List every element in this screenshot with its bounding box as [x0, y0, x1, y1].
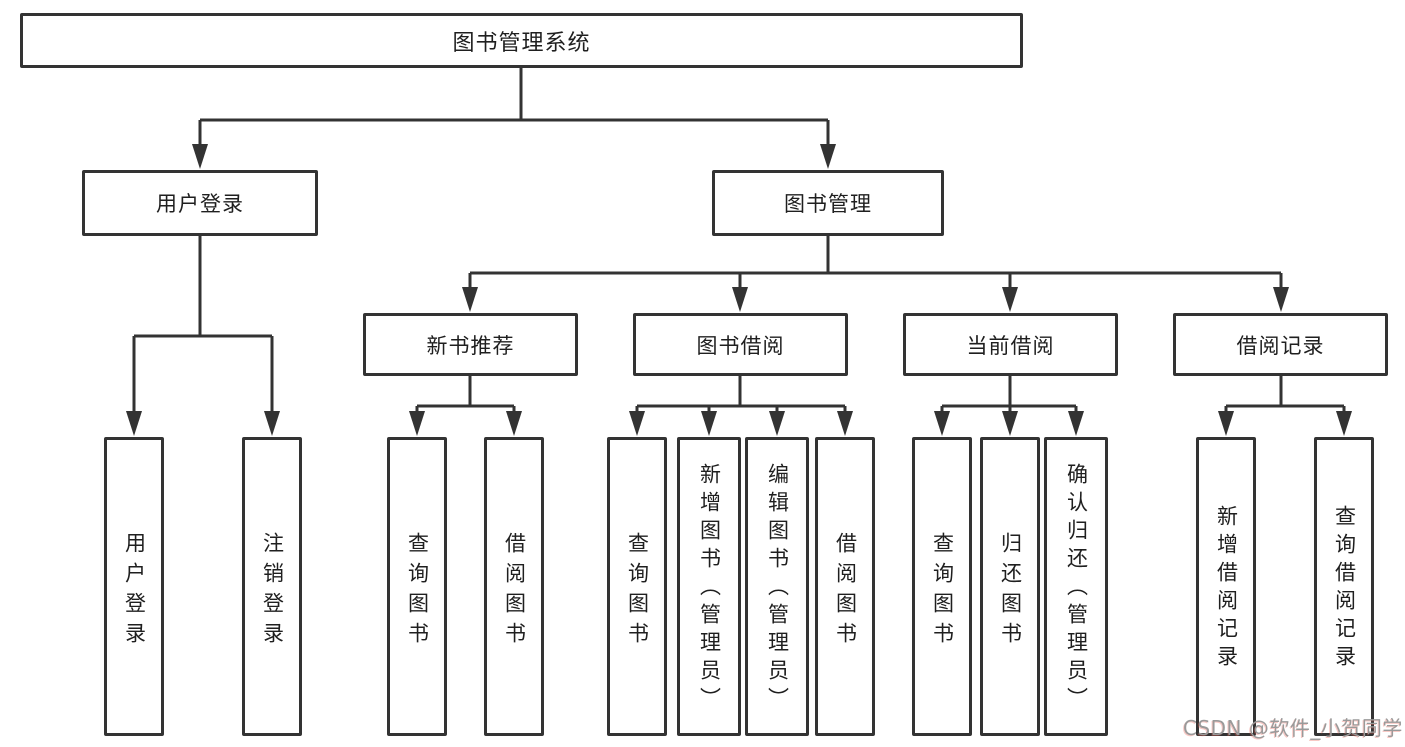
leaf-borrow-books-recommend: 借阅图书: [484, 437, 544, 736]
leaf-edit-book-admin: 编辑图书（管理员）: [745, 437, 809, 736]
node-new-book-recommendation: 新书推荐: [363, 313, 578, 376]
leaf-user-login: 用户登录: [104, 437, 164, 736]
leaf-confirm-return-admin: 确认归还（管理员）: [1044, 437, 1108, 736]
leaf-query-books-borrowing: 查询图书: [607, 437, 667, 736]
leaf-return-books: 归还图书: [980, 437, 1040, 736]
arrowhead-icons: [126, 144, 1352, 436]
csdn-watermark: CSDN @软件_小贺同学: [1183, 716, 1403, 740]
leaf-logout: 注销登录: [242, 437, 302, 736]
node-book-borrowing: 图书借阅: [633, 313, 848, 376]
node-borrowing-records: 借阅记录: [1173, 313, 1388, 376]
leaf-query-books-current: 查询图书: [912, 437, 972, 736]
leaf-add-borrow-record: 新增借阅记录: [1196, 437, 1256, 736]
leaf-add-book-admin: 新增图书（管理员）: [677, 437, 741, 736]
node-book-management: 图书管理: [712, 170, 944, 236]
leaf-query-borrow-record: 查询借阅记录: [1314, 437, 1374, 736]
node-root: 图书管理系统: [20, 13, 1023, 68]
leaf-borrow-books-borrowing: 借阅图书: [815, 437, 875, 736]
leaf-query-books-recommend: 查询图书: [387, 437, 447, 736]
node-user-login: 用户登录: [82, 170, 318, 236]
node-current-borrowing: 当前借阅: [903, 313, 1118, 376]
